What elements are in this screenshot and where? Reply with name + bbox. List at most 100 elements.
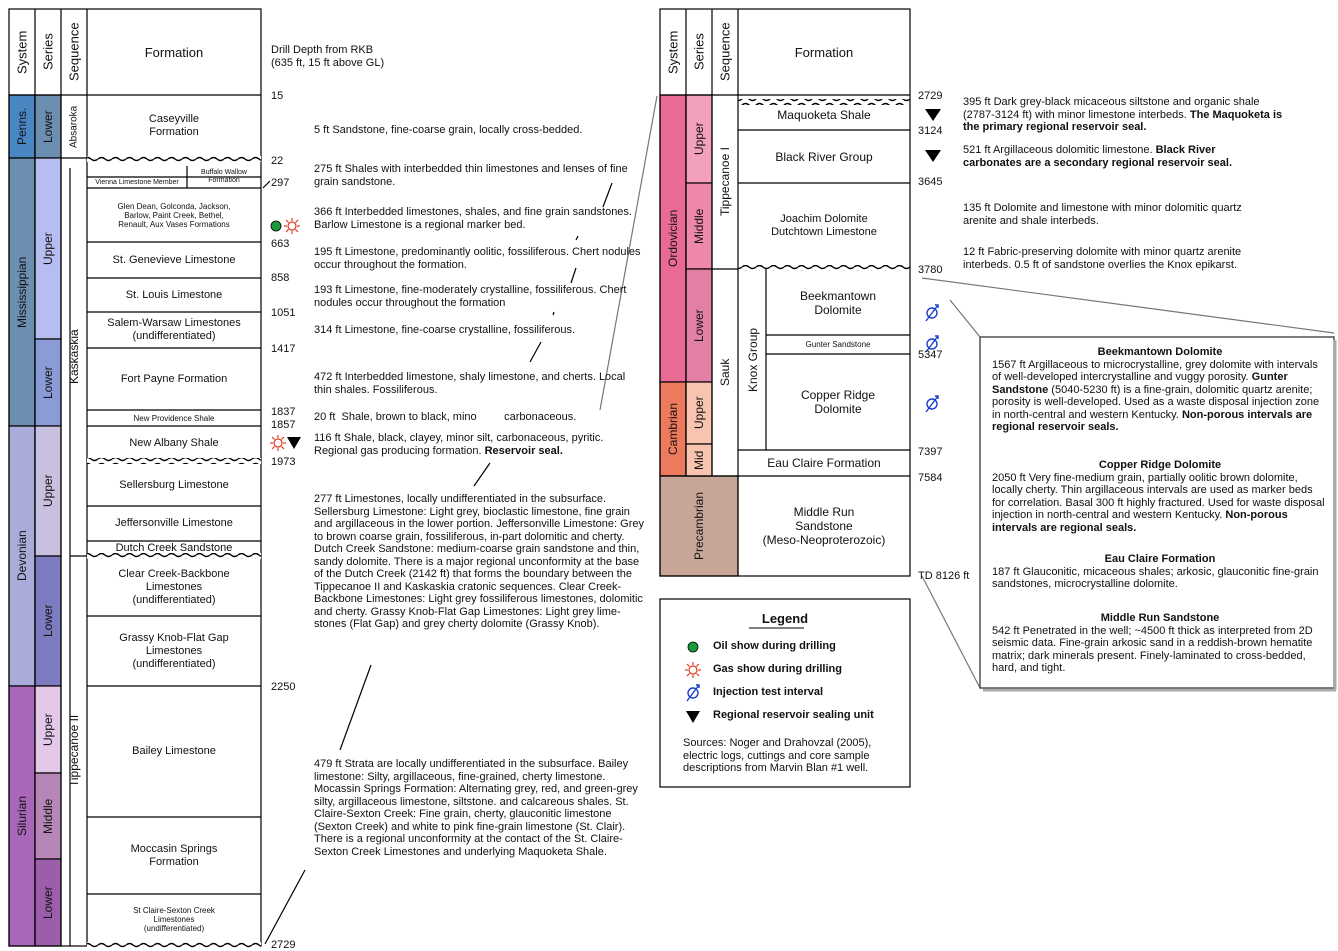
series-sil-middle: Middle — [41, 798, 55, 834]
desc-caseyville: 5 ft Sandstone, fine-coarse grain, local… — [314, 124, 583, 136]
desc-black-river-bold: Black River carbonates are a secondary r… — [963, 144, 1233, 169]
callout-beekmantown-b: Gunter Sandstone — [992, 371, 1288, 396]
desc-black-river-text: 521 ft Argillaceous dolomitic limestone. — [963, 144, 1153, 156]
formation-vienna: Vienna Limestone Member — [95, 178, 179, 186]
r-header-system: System — [665, 30, 681, 74]
r-header-formation: Formation — [794, 44, 854, 60]
series-penns-lower: Lower — [41, 110, 55, 143]
callout-eau-claire-title: Eau Claire Formation — [1104, 553, 1216, 565]
gas-show-symbol-1 — [284, 218, 300, 234]
depth-1973: 1973 — [271, 456, 296, 468]
legend-gas-label: Gas show during drilling — [713, 663, 842, 675]
header-formation: Formation — [144, 44, 204, 60]
desc-black-river: 521 ft Argillaceous dolomitic limestone.… — [963, 144, 1273, 169]
depth-15: 15 — [271, 90, 284, 102]
legend-oil-label: Oil show during drilling — [713, 640, 836, 652]
desc-new-albany-bold: Reservoir seal. — [484, 444, 563, 457]
desc-buffalo-wallow: 275 ft Shales with interbedded thin lime… — [314, 163, 628, 188]
desc-silurian-strata: 479 ft Strata are locally undifferentiat… — [314, 758, 638, 858]
desc-joachim: 135 ft Dolomite and limestone with minor… — [963, 202, 1242, 227]
depth-2729-bottom: 2729 — [271, 939, 296, 951]
injection-symbol-3 — [925, 395, 939, 413]
system-ordovician: Ordovician — [666, 209, 680, 268]
depth-1051: 1051 — [271, 307, 296, 319]
legend-seal-label: Regional reservoir sealing unit — [713, 709, 874, 721]
depth-663: 663 — [271, 238, 290, 250]
right-frame — [659, 8, 911, 577]
formation-eau-claire: Eau Claire Formation — [767, 456, 881, 470]
depth-7397: 7397 — [918, 446, 943, 458]
desc-new-albany-text: 116 ft Shale, black, clayey, minor silt,… — [314, 432, 604, 457]
callout-beekmantown-title: Beekmantown Dolomite — [1097, 346, 1223, 358]
callout-beekmantown: Beekmantown Dolomite 1567 ft Argillaceou… — [992, 346, 1328, 434]
miss-system-fill — [8, 157, 36, 427]
callout-beekmantown-d: Non-porous intervals are regional reserv… — [992, 408, 1313, 434]
legend-sources: Sources: Noger and Drahovzal (2005), ele… — [683, 737, 872, 774]
callout-box — [979, 336, 1335, 689]
series-sil-upper: Upper — [41, 713, 55, 746]
leader-lines — [262, 95, 1335, 945]
formation-glen-dean: Glen Dean, Golconda, Jackson, Barlow, Pa… — [117, 201, 231, 229]
oil-show-symbol — [270, 220, 282, 232]
depth-297: 297 — [271, 177, 290, 189]
formation-st-genevieve: St. Genevieve Limestone — [112, 253, 236, 266]
system-penns: Penns. — [15, 107, 29, 146]
callout-copper-ridge-d: Non-porous intervals are regional seals. — [992, 509, 1288, 534]
legend-oil-symbol — [687, 641, 699, 653]
seal-triangle-3 — [925, 150, 941, 162]
r-header-sequence: Sequence — [717, 22, 733, 82]
series-dev-lower: Lower — [41, 604, 55, 638]
formation-salem-warsaw: Salem-Warsaw Limestones (undifferentiate… — [107, 317, 241, 342]
callout-copper-ridge-title: Copper Ridge Dolomite — [1098, 459, 1222, 471]
gas-show-symbol-2 — [270, 435, 286, 451]
callout-copper-ridge: Copper Ridge Dolomite 2050 ft Very fine-… — [992, 459, 1328, 534]
formation-copper-ridge: Copper Ridge Dolomite — [800, 388, 876, 416]
sequence-absaroka: Absaroka — [68, 105, 80, 148]
callout-eau-claire-a: 187 ft Glauconitic, micaceous shales; ar… — [992, 565, 1319, 591]
formation-fort-payne: Fort Payne Formation — [120, 372, 228, 385]
desc-devonian-limestones: 277 ft Limestones, locally undifferentia… — [314, 493, 644, 630]
series-sil-lower: Lower — [41, 886, 55, 919]
formation-middle-run: Middle Run Sandstone (Meso-Neoproterozoi… — [762, 505, 886, 547]
formation-gunter: Gunter Sandstone — [805, 340, 871, 349]
legend-box — [659, 598, 911, 788]
sil-lower-fill — [34, 858, 62, 947]
legend-gas-symbol — [685, 662, 701, 678]
header-system: System — [14, 30, 30, 74]
depth-7584: 7584 — [918, 472, 943, 484]
desc-glen-dean: 366 ft Interbedded limestones, shales, a… — [314, 206, 632, 231]
depth-3124: 3124 — [918, 125, 943, 137]
formation-grassy-knob: Grassy Knob-Flat Gap Limestones (undiffe… — [119, 631, 229, 670]
legend-seal-triangle — [686, 711, 700, 723]
depth-5347: 5347 — [918, 349, 943, 361]
camb-mid-fill — [685, 443, 713, 477]
left-frame — [8, 8, 262, 947]
formation-dutch-creek: Dutch Creek Sandstone — [115, 541, 233, 554]
desc-st-louis: 193 ft Limestone, fine-moderately crysta… — [314, 284, 627, 309]
depth-1417: 1417 — [271, 343, 296, 355]
callout-eau-claire: Eau Claire Formation 187 ft Glauconitic,… — [992, 553, 1328, 591]
injection-symbol-2 — [925, 335, 939, 353]
system-cambrian: Cambrian — [666, 402, 680, 456]
depth-3780: 3780 — [918, 264, 943, 276]
formation-new-albany: New Albany Shale — [129, 436, 219, 449]
depth-858: 858 — [271, 272, 290, 284]
depth-22: 22 — [271, 155, 284, 167]
injection-symbol-1 — [925, 304, 939, 322]
callout-middle-run: Middle Run Sandstone 542 ft Penetrated i… — [992, 612, 1328, 675]
camb-system-fill — [659, 381, 687, 477]
legend-injection-label: Injection test interval — [713, 686, 824, 698]
formation-black-river: Black River Group — [775, 149, 873, 164]
series-camb-upper: Upper — [692, 396, 706, 430]
depth-1837: 1837 — [271, 406, 296, 418]
formation-jeffersonville: Jeffersonville Limestone — [115, 517, 233, 529]
sequence-sauk: Sauk — [718, 358, 732, 387]
sequence-tippecanoe-ii: Tippecanoe II — [67, 714, 81, 788]
formation-caseyville: Caseyville Formation — [148, 113, 200, 138]
series-miss-lower: Lower — [41, 366, 55, 399]
desc-fort-payne: 472 ft Interbedded limestone, shaly lime… — [314, 371, 626, 396]
series-camb-mid: Mid — [692, 450, 706, 470]
formation-new-providence: New Providence Shale — [133, 413, 215, 423]
left-color-fills — [8, 94, 62, 947]
formation-st-claire: St Claire-Sexton Creek Limestones (undif… — [133, 905, 215, 933]
